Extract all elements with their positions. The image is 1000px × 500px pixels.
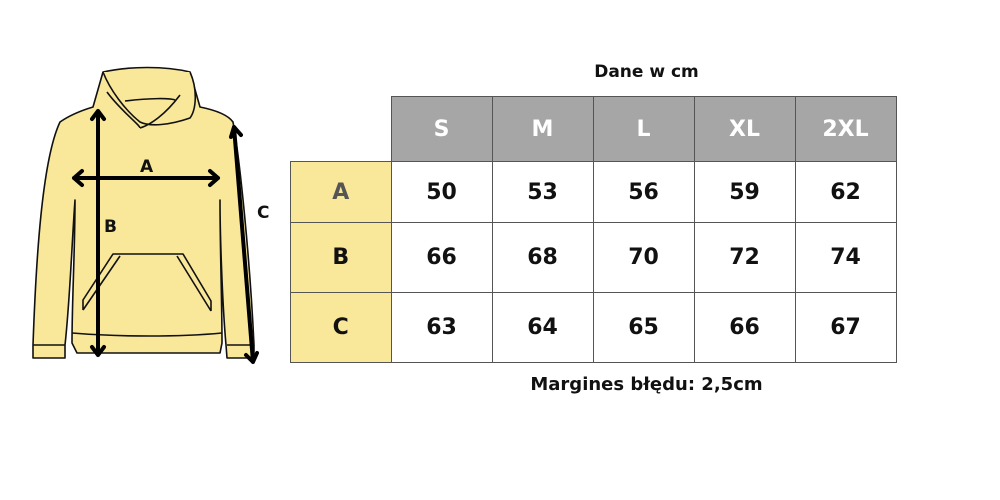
size-header: 2XL bbox=[794, 96, 897, 162]
value-cell: 50 bbox=[390, 161, 493, 223]
arrow-c bbox=[229, 125, 259, 364]
value-cell: 62 bbox=[794, 161, 897, 223]
header-row: S M L XL 2XL bbox=[291, 96, 897, 162]
corner-cell bbox=[291, 97, 392, 162]
value-cell: 59 bbox=[693, 161, 796, 223]
value-cell: 66 bbox=[693, 292, 796, 363]
arrow-b bbox=[90, 109, 106, 357]
label-a: A bbox=[140, 157, 154, 177]
hoodie-pocket bbox=[82, 253, 212, 312]
table-row: A 50 53 56 59 62 bbox=[290, 161, 897, 223]
table-row: C 63 64 65 66 67 bbox=[290, 292, 897, 363]
value-cell: 74 bbox=[794, 222, 897, 293]
hoodie-waistband bbox=[71, 332, 223, 337]
row-label: C bbox=[290, 292, 392, 363]
row-label: B bbox=[290, 222, 392, 293]
size-header: XL bbox=[693, 96, 796, 162]
value-cell: 70 bbox=[592, 222, 695, 293]
hoodie-hood-opening bbox=[102, 71, 197, 129]
row-label: A bbox=[290, 161, 392, 223]
table-title: Dane w cm bbox=[594, 62, 699, 82]
value-cell: 53 bbox=[491, 161, 594, 223]
value-cell: 56 bbox=[592, 161, 695, 223]
label-c: C bbox=[257, 203, 269, 223]
size-table: S M L XL 2XL A 50 53 56 59 62 B 66 68 70… bbox=[290, 96, 897, 363]
value-cell: 65 bbox=[592, 292, 695, 363]
size-header: L bbox=[592, 96, 695, 162]
value-cell: 63 bbox=[390, 292, 493, 363]
value-cell: 68 bbox=[491, 222, 594, 293]
value-cell: 66 bbox=[390, 222, 493, 293]
label-b: B bbox=[104, 217, 117, 237]
table-row: B 66 68 70 72 74 bbox=[290, 222, 897, 293]
value-cell: 72 bbox=[693, 222, 796, 293]
value-cell: 64 bbox=[491, 292, 594, 363]
value-cell: 67 bbox=[794, 292, 897, 363]
error-margin-note: Margines błędu: 2,5cm bbox=[530, 374, 763, 395]
size-header: M bbox=[491, 96, 594, 162]
hoodie-diagram: A B C bbox=[32, 66, 269, 364]
size-header: S bbox=[390, 96, 493, 162]
